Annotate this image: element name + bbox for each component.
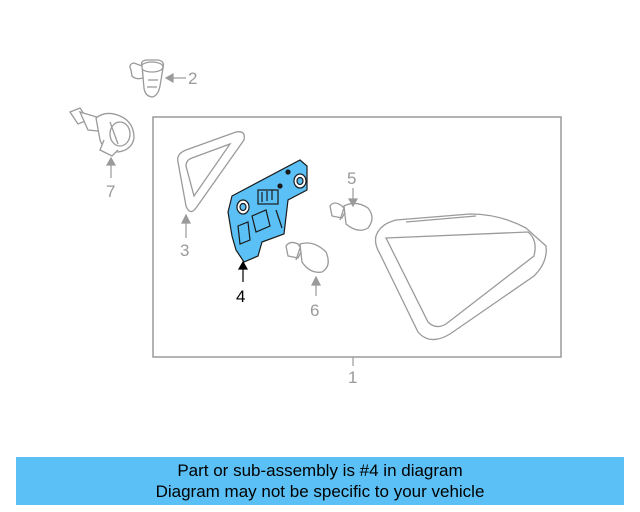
leader-arrow-7 (105, 156, 117, 178)
info-banner: Part or sub-assembly is #4 in diagram Di… (16, 457, 624, 505)
leader-arrow-5 (347, 188, 359, 208)
bulb-part-6[interactable] (285, 241, 329, 273)
callout-4[interactable]: 4 (236, 287, 245, 306)
callout-1[interactable]: 1 (348, 368, 357, 387)
parts-diagram: 1 2 7 3 (69, 59, 562, 387)
bulb-part-5[interactable] (329, 202, 373, 231)
gasket-part-3[interactable] (177, 131, 245, 213)
banner-line-part-number: Part or sub-assembly is #4 in diagram (177, 461, 463, 480)
callout-2[interactable]: 2 (188, 69, 197, 88)
banner-line-disclaimer: Diagram may not be specific to your vehi… (155, 482, 485, 501)
socket-part-7[interactable] (69, 107, 135, 157)
leader-arrow-2 (164, 72, 186, 84)
leader-arrow-4 (237, 260, 249, 282)
leader-arrow-6 (311, 275, 321, 296)
leader-arrow-3 (181, 213, 191, 238)
clip-part-2[interactable] (129, 59, 165, 98)
callout-7[interactable]: 7 (106, 182, 115, 201)
tail-lamp-lens[interactable] (374, 213, 547, 341)
callout-6[interactable]: 6 (310, 301, 319, 320)
callout-5[interactable]: 5 (347, 169, 356, 188)
assembly-frame (152, 116, 562, 358)
bulb-holder-plate-part-4[interactable] (227, 159, 308, 263)
callout-3[interactable]: 3 (180, 241, 189, 260)
